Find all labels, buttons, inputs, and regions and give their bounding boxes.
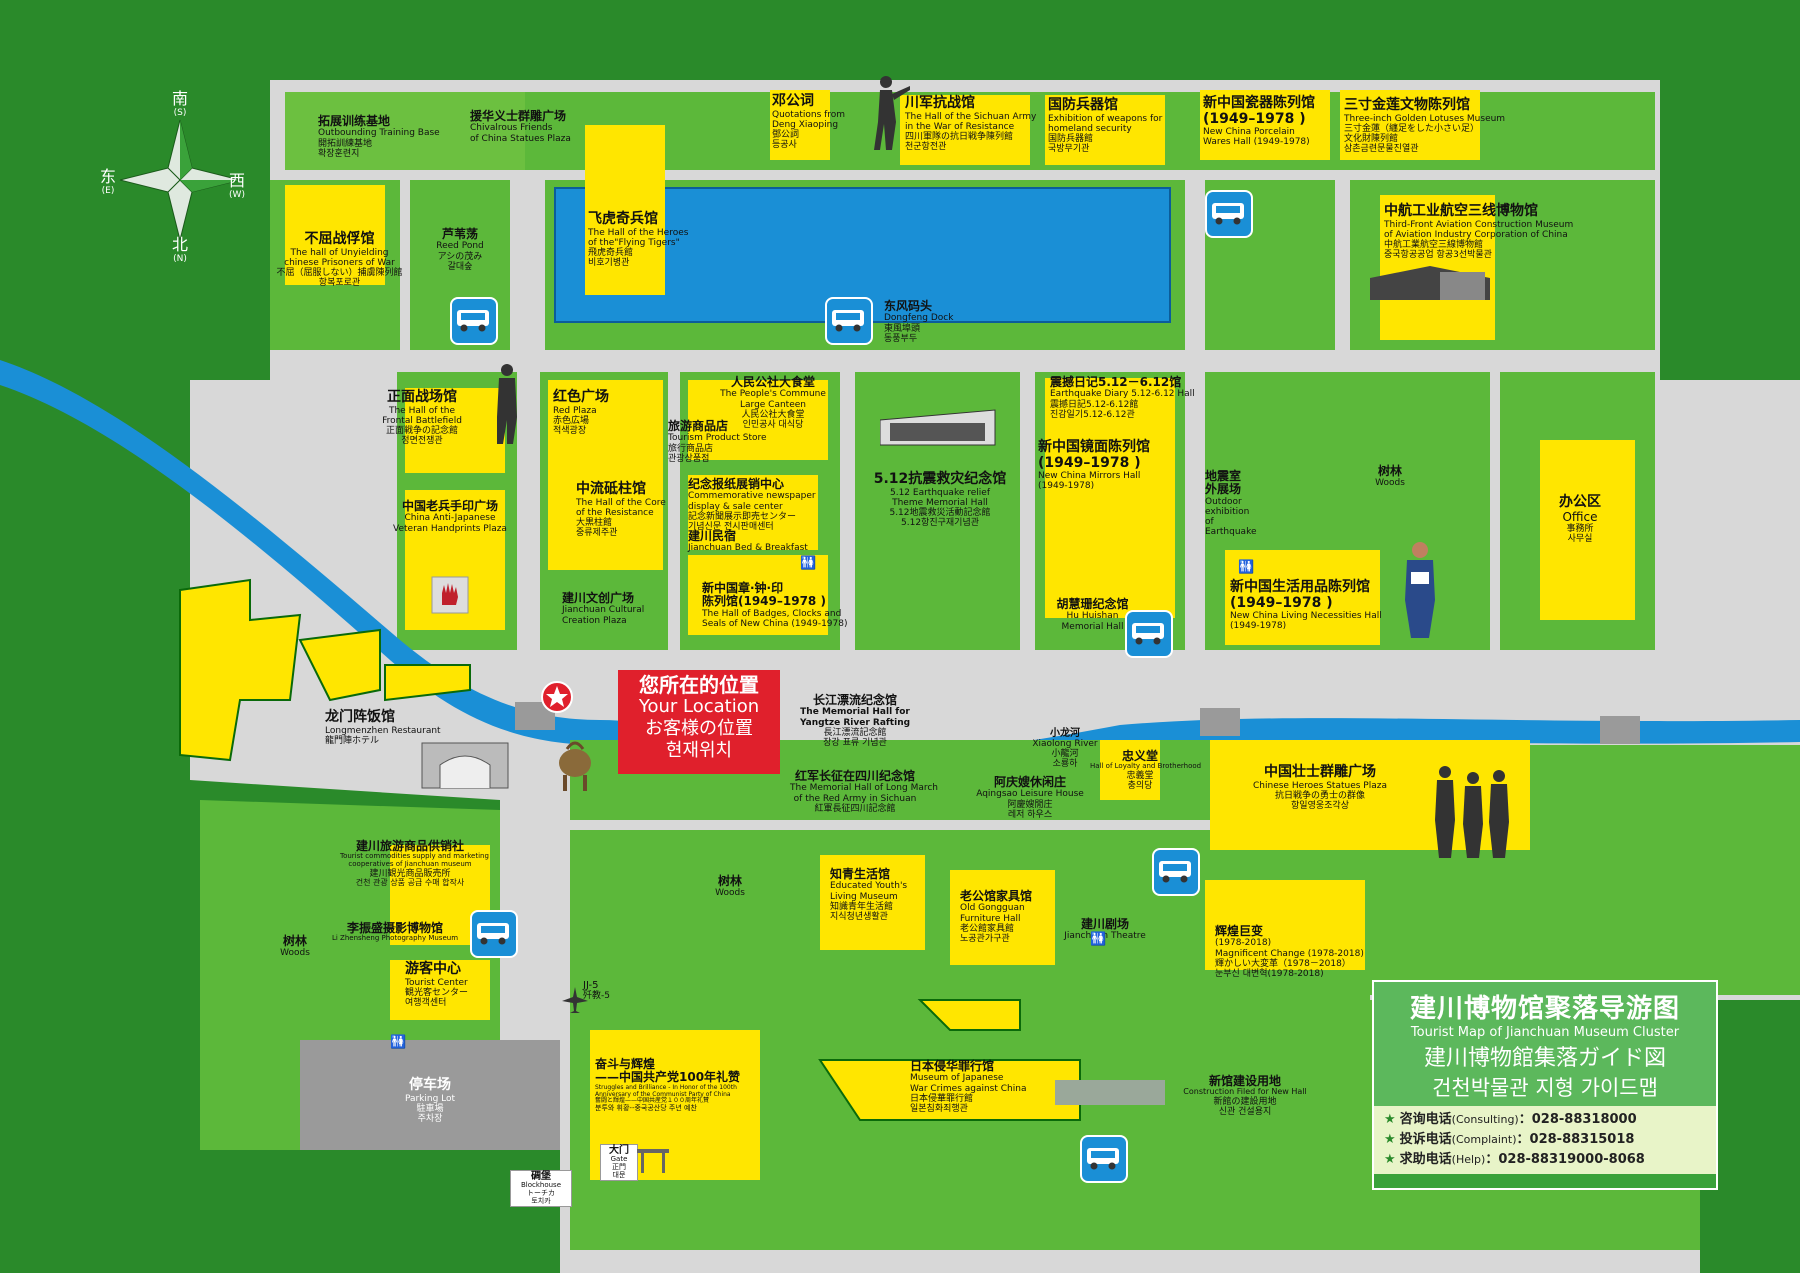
gate-arch-icon — [637, 1149, 669, 1173]
restroom-icon: 🚻 — [1090, 932, 1107, 947]
label-living-necessities: 新中国生活用品陈列馆(1949–1978 )New China Living N… — [1230, 579, 1382, 632]
shuttle-stop-icon[interactable] — [1205, 190, 1253, 238]
soldier-statue-icon — [497, 364, 517, 444]
shuttle-stop-icon[interactable] — [1125, 610, 1173, 658]
star-icon: ★ — [1384, 1112, 1396, 1127]
map-title-ja: 建川博物館集落ガイド図 — [1423, 1046, 1666, 1071]
shuttle-stop-icon[interactable] — [1152, 848, 1200, 896]
statue-figure-icon — [874, 76, 910, 150]
heroes-statues-icon — [1435, 766, 1509, 858]
label-magnificent-change: 辉煌巨变(1978-2018)Magnificent Change (1978-… — [1215, 924, 1364, 979]
restroom-icon: 🚻 — [800, 556, 817, 571]
compass-east: 东(E) — [99, 167, 116, 197]
compass-star-icon — [119, 119, 241, 241]
shuttle-stop-icon[interactable] — [1080, 1135, 1128, 1183]
aviation-museum-building-icon — [1370, 266, 1490, 300]
star-icon: ★ — [1384, 1152, 1396, 1167]
contact-consulting: ★咨询电话(Consulting)：028-88318000 — [1384, 1112, 1637, 1127]
shuttle-stop-icon[interactable] — [825, 297, 873, 345]
map-title-ko: 건천박물관 지형 가이드맵 — [1432, 1076, 1658, 1100]
memorial-hall-building-icon — [880, 409, 996, 446]
location-star-icon — [541, 681, 573, 713]
compass-west: 西(W) — [228, 171, 245, 201]
handprint-icon — [431, 576, 469, 614]
map-title-legend: 建川博物馆聚落导游图 Tourist Map of Jianchuan Muse… — [1372, 980, 1718, 1190]
contact-help: ★求助电话(Help)：028-88319000-8068 — [1384, 1152, 1645, 1167]
label-mirrors-hall: 新中国镜面陈列馆(1949–1978 )New China Mirrors Ha… — [1038, 439, 1150, 492]
shuttle-stop-icon[interactable] — [470, 910, 518, 958]
compass-rose: 南(S) 北(N) 东(E) 西(W) — [100, 91, 260, 265]
star-icon: ★ — [1384, 1132, 1396, 1147]
label-badges-clocks: 新中国章·钟·印陈列馆(1949–1978 )The Hall of Badge… — [702, 581, 848, 629]
your-location-callout: 您所在的位置 Your Location お客様の位置 현재위치 — [618, 670, 780, 774]
jet-aircraft-icon — [562, 987, 588, 1013]
parking-lot — [300, 1040, 560, 1150]
contact-list: ★咨询电话(Consulting)：028-88318000 ★投诉电话(Com… — [1374, 1106, 1716, 1174]
restroom-icon: 🚻 — [390, 1035, 407, 1050]
map-title-en: Tourist Map of Jianchuan Museum Cluster — [1410, 1025, 1680, 1040]
bronze-vessel-icon — [559, 741, 591, 791]
compass-north: 北(N) — [171, 235, 188, 265]
bldg-buqu — [285, 185, 385, 285]
compass-south: 南(S) — [171, 89, 188, 119]
living-necessities-figure-icon — [1405, 542, 1435, 638]
shuttle-stop-icon[interactable] — [450, 297, 498, 345]
restaurant-building-icon — [421, 742, 509, 789]
contact-complaint: ★投诉电话(Complaint)：028-88315018 — [1384, 1132, 1635, 1147]
restroom-icon: 🚻 — [1238, 560, 1255, 575]
map-title-zh: 建川博物馆聚落导游图 — [1409, 994, 1680, 1024]
